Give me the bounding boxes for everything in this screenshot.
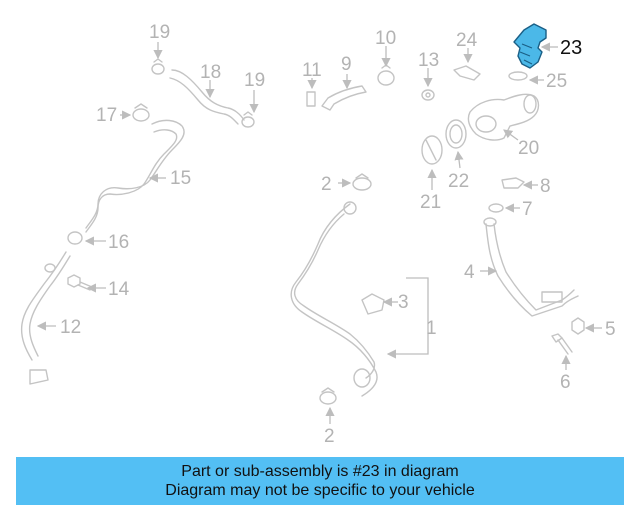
callout-6: 6 [560,372,571,393]
clamp-19-top [151,58,165,75]
thermostat-21 [421,135,443,165]
callout-19-right: 19 [244,70,265,91]
o-ring-25 [508,71,528,81]
clamp-2-top [352,173,372,191]
thermostat-housing-20 [467,93,540,141]
pipe-12-flange [29,263,56,385]
leader-lines [36,42,602,424]
callout-16: 16 [108,232,129,253]
hose-9 [321,85,367,111]
banner-line-2: Diagram may not be specific to your vehi… [165,482,475,499]
callout-13: 13 [418,50,439,71]
callout-2-bottom: 2 [324,426,335,447]
pipe-4-end [483,217,563,303]
hose-18 [169,69,245,125]
callout-3: 3 [398,292,409,313]
callout-24: 24 [456,30,478,51]
callout-18: 18 [200,62,221,83]
hose-1 [290,203,378,397]
o-ring-7 [488,203,504,213]
callout-14: 14 [108,279,130,300]
sensor-23 [513,23,547,69]
washer-13 [421,89,435,101]
callout-17: 17 [96,105,117,126]
clamp-16 [67,231,83,245]
clamp-2-bottom [319,387,337,405]
callout-1: 1 [426,318,437,339]
seal-22 [445,119,467,149]
callout-21: 21 [420,192,441,213]
callout-11: 11 [302,60,322,81]
callout-9: 9 [341,54,352,75]
callout-15: 15 [170,168,191,189]
clamp-17 [132,103,150,122]
pipe-4 [485,223,579,317]
callout-4: 4 [464,262,475,283]
callout-19-top: 19 [149,22,170,43]
clamp-19-right [241,111,255,128]
bracket-24 [453,65,481,81]
callout-22: 22 [448,171,469,192]
callout-23: 23 [560,37,582,59]
callout-20: 20 [518,138,539,159]
info-banner: Part or sub-assembly is #23 in diagram D… [16,457,624,505]
callout-8: 8 [540,176,551,197]
bolt-6 [551,333,573,355]
bolt-5 [571,317,585,335]
banner-line-1: Part or sub-assembly is #23 in diagram [181,463,459,480]
hose-1-ends [343,201,371,388]
callout-25: 25 [546,71,567,92]
fitting-11 [306,91,316,107]
callout-12: 12 [60,317,81,338]
callout-7: 7 [522,199,533,220]
clip-3 [361,293,385,315]
pipe-12 [20,251,71,361]
clamp-10 [377,64,395,86]
callout-2-top: 2 [321,174,332,195]
gasket-8 [501,177,525,189]
callout-10: 10 [375,28,396,49]
callout-5: 5 [605,319,616,340]
